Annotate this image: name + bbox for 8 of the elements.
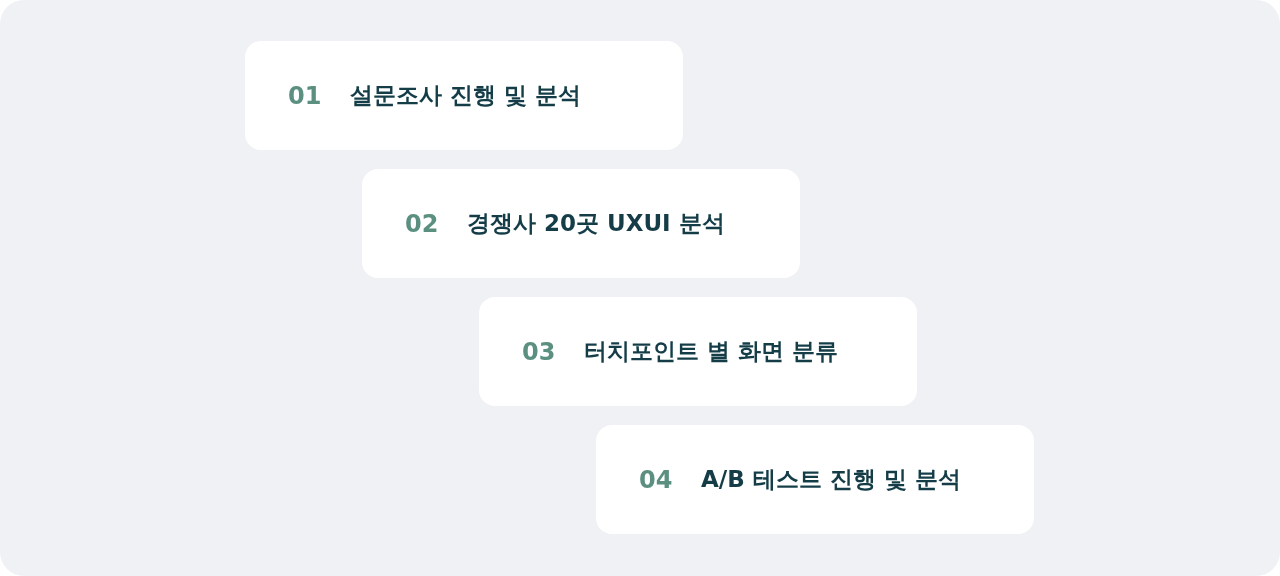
step-number: 01: [288, 81, 323, 110]
step-number: 03: [522, 337, 557, 366]
step-number: 04: [639, 465, 674, 494]
step-number: 02: [405, 209, 440, 238]
step-label: 터치포인트 별 화면 분류: [584, 337, 839, 366]
step-label: 경쟁사 20곳 UXUI 분석: [467, 209, 725, 238]
step-label: 설문조사 진행 및 분석: [350, 81, 582, 110]
step-label: A/B 테스트 진행 및 분석: [701, 465, 961, 494]
